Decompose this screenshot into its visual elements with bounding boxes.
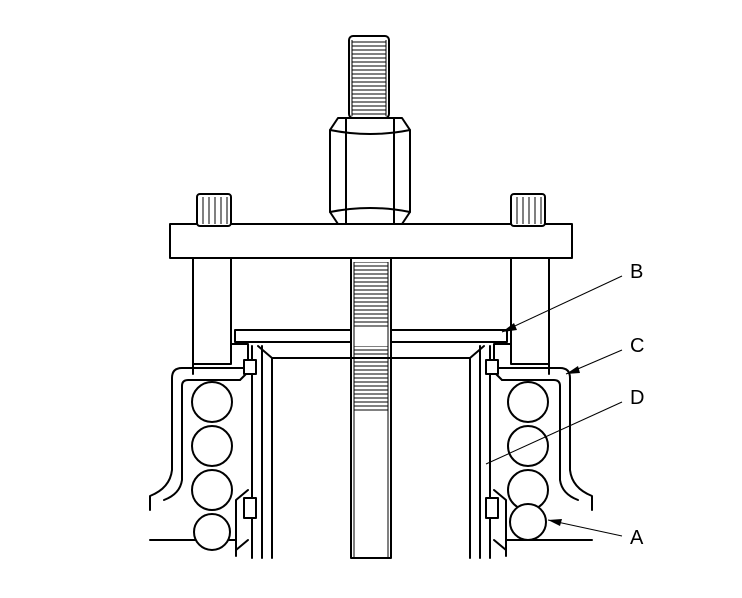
inner-sleeve [251, 345, 491, 559]
leader-line-b [501, 275, 623, 333]
bearing-balls-left [191, 381, 233, 551]
callout-label-c: C [630, 335, 644, 357]
bearing-balls-right [507, 381, 549, 541]
arrowhead-b [502, 323, 517, 332]
arrowhead-a [548, 519, 562, 526]
callout-label-d: D [630, 387, 644, 409]
bearing-ball [191, 381, 233, 423]
callout-label-a: A [630, 527, 644, 549]
leader-lines [485, 275, 623, 537]
puller-screw-rod [350, 257, 392, 559]
callout-label-b: B [630, 261, 643, 283]
puller-screw-top [348, 35, 390, 119]
hex-nut [329, 117, 411, 225]
bearing-ball [507, 425, 549, 467]
arrowhead-c [566, 366, 580, 374]
bearing-ball [191, 469, 233, 511]
bearing-housing-right [485, 359, 593, 557]
bearing-ball [193, 513, 231, 551]
bearing-housing-left [149, 359, 257, 557]
puller-leg-left [192, 257, 249, 375]
bearing-ball [191, 425, 233, 467]
yoke-bolt-left [196, 193, 232, 227]
puller-leg-right [493, 257, 550, 375]
puller-yoke [169, 223, 573, 259]
bearing-ball [507, 381, 549, 423]
yoke-bolt-right [510, 193, 546, 227]
bearing-ball [509, 503, 547, 541]
leader-line-d [485, 401, 623, 465]
